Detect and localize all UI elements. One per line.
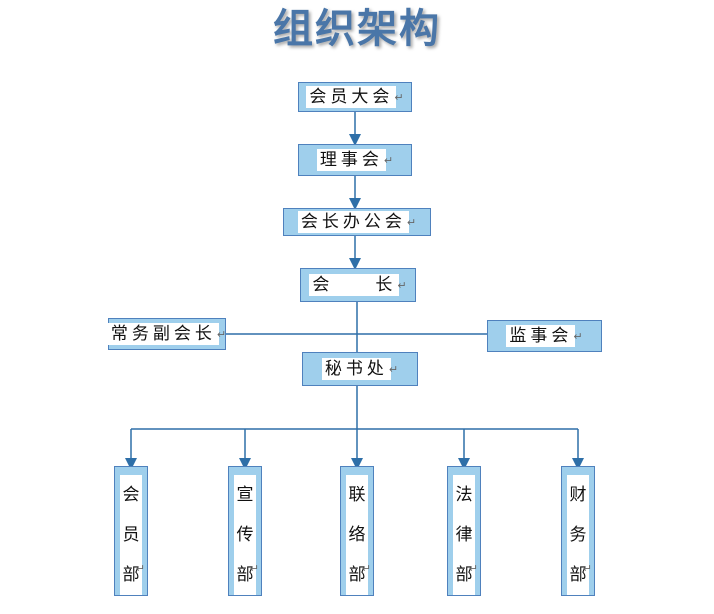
return-mark: ↵ [135, 562, 145, 575]
node-president: 会 长↵ [300, 268, 416, 302]
node-label: 秘书处 [321, 358, 391, 380]
page-title: 组织架构 [273, 6, 441, 52]
node-label: 会长办公会 [297, 211, 409, 233]
return-mark: ↵ [468, 562, 478, 575]
return-mark: ↵ [394, 90, 404, 104]
dept-label: 财务部 [567, 475, 589, 595]
return-mark: ↵ [383, 153, 394, 167]
return-mark: ↵ [361, 562, 371, 575]
node-label: 监事会 [506, 325, 576, 347]
dept-publicity: 宣传部 ↵ [228, 466, 262, 596]
node-council: 理事会↵ [298, 144, 412, 176]
return-mark: ↵ [406, 215, 417, 229]
dept-label: 法律部 [453, 475, 475, 595]
node-label: 常务副会长 [107, 323, 219, 345]
node-supervisors: 监事会↵ [487, 320, 602, 352]
node-president-office: 会长办公会↵ [283, 208, 431, 236]
return-mark: ↵ [388, 362, 399, 376]
node-secretariat: 秘书处↵ [302, 352, 418, 386]
node-label: 会 长 [309, 274, 400, 296]
return-mark: ↵ [397, 278, 407, 292]
dept-liaison: 联络部 ↵ [340, 466, 374, 596]
return-mark: ↵ [573, 329, 583, 343]
dept-legal: 法律部 ↵ [447, 466, 481, 596]
return-mark: ↵ [216, 327, 227, 341]
node-exec-vp: 常务副会长↵ [107, 318, 227, 350]
dept-finance: 财务部 ↵ [561, 466, 595, 596]
node-label: 理事会 [316, 149, 386, 171]
node-label: 会员大会 [306, 86, 397, 108]
dept-label: 宣传部 [234, 475, 256, 595]
dept-membership: 会员部 ↵ [114, 466, 148, 596]
dept-label: 联络部 [346, 475, 368, 595]
dept-label: 会员部 [120, 475, 142, 595]
node-general-assembly: 会员大会↵ [298, 82, 412, 112]
return-mark: ↵ [582, 562, 592, 575]
return-mark: ↵ [249, 562, 259, 575]
